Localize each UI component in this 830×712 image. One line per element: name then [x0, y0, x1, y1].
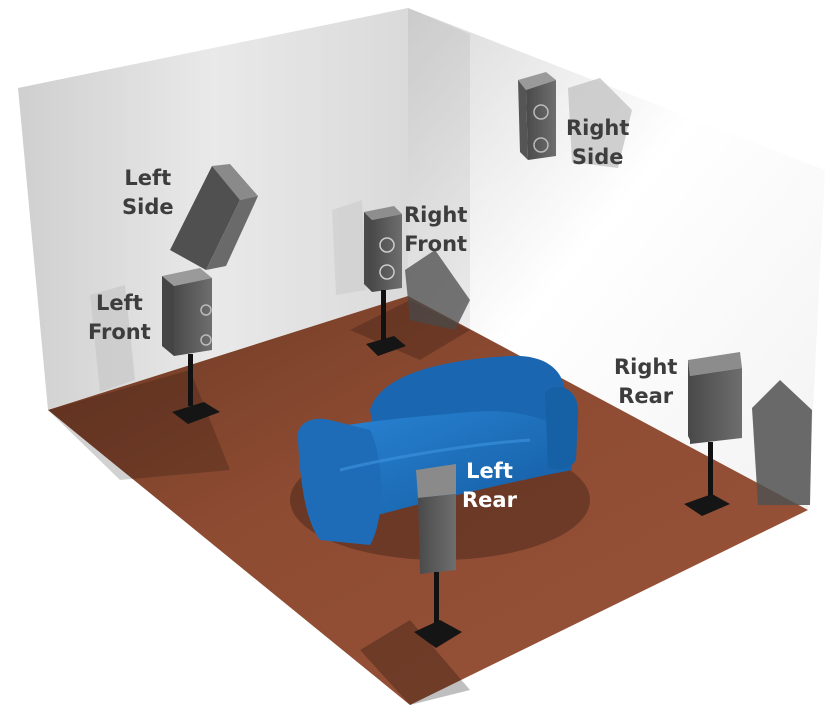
label-right-rear: Right Rear	[614, 353, 677, 411]
label-left-side-line2: Side	[122, 193, 174, 222]
label-left-side-line1: Left	[122, 164, 174, 193]
label-right-front-line2: Front	[404, 230, 467, 259]
label-left-rear-line1: Left	[462, 457, 517, 486]
right-side-speaker	[518, 72, 556, 160]
label-left-rear: Left Rear	[462, 457, 517, 515]
label-left-rear-line2: Rear	[462, 486, 517, 515]
label-right-side: Right Side	[566, 114, 629, 172]
label-right-side-line2: Side	[566, 143, 629, 172]
label-right-rear-line1: Right	[614, 353, 677, 382]
label-left-front: Left Front	[88, 289, 151, 347]
label-right-side-line1: Right	[566, 114, 629, 143]
label-right-front: Right Front	[404, 201, 467, 259]
label-left-side: Left Side	[122, 164, 174, 222]
right-front-wall-shadow-2	[332, 200, 366, 295]
label-right-rear-line2: Rear	[614, 382, 677, 411]
label-left-front-line2: Front	[88, 318, 151, 347]
label-left-front-line1: Left	[88, 289, 151, 318]
label-right-front-line1: Right	[404, 201, 467, 230]
